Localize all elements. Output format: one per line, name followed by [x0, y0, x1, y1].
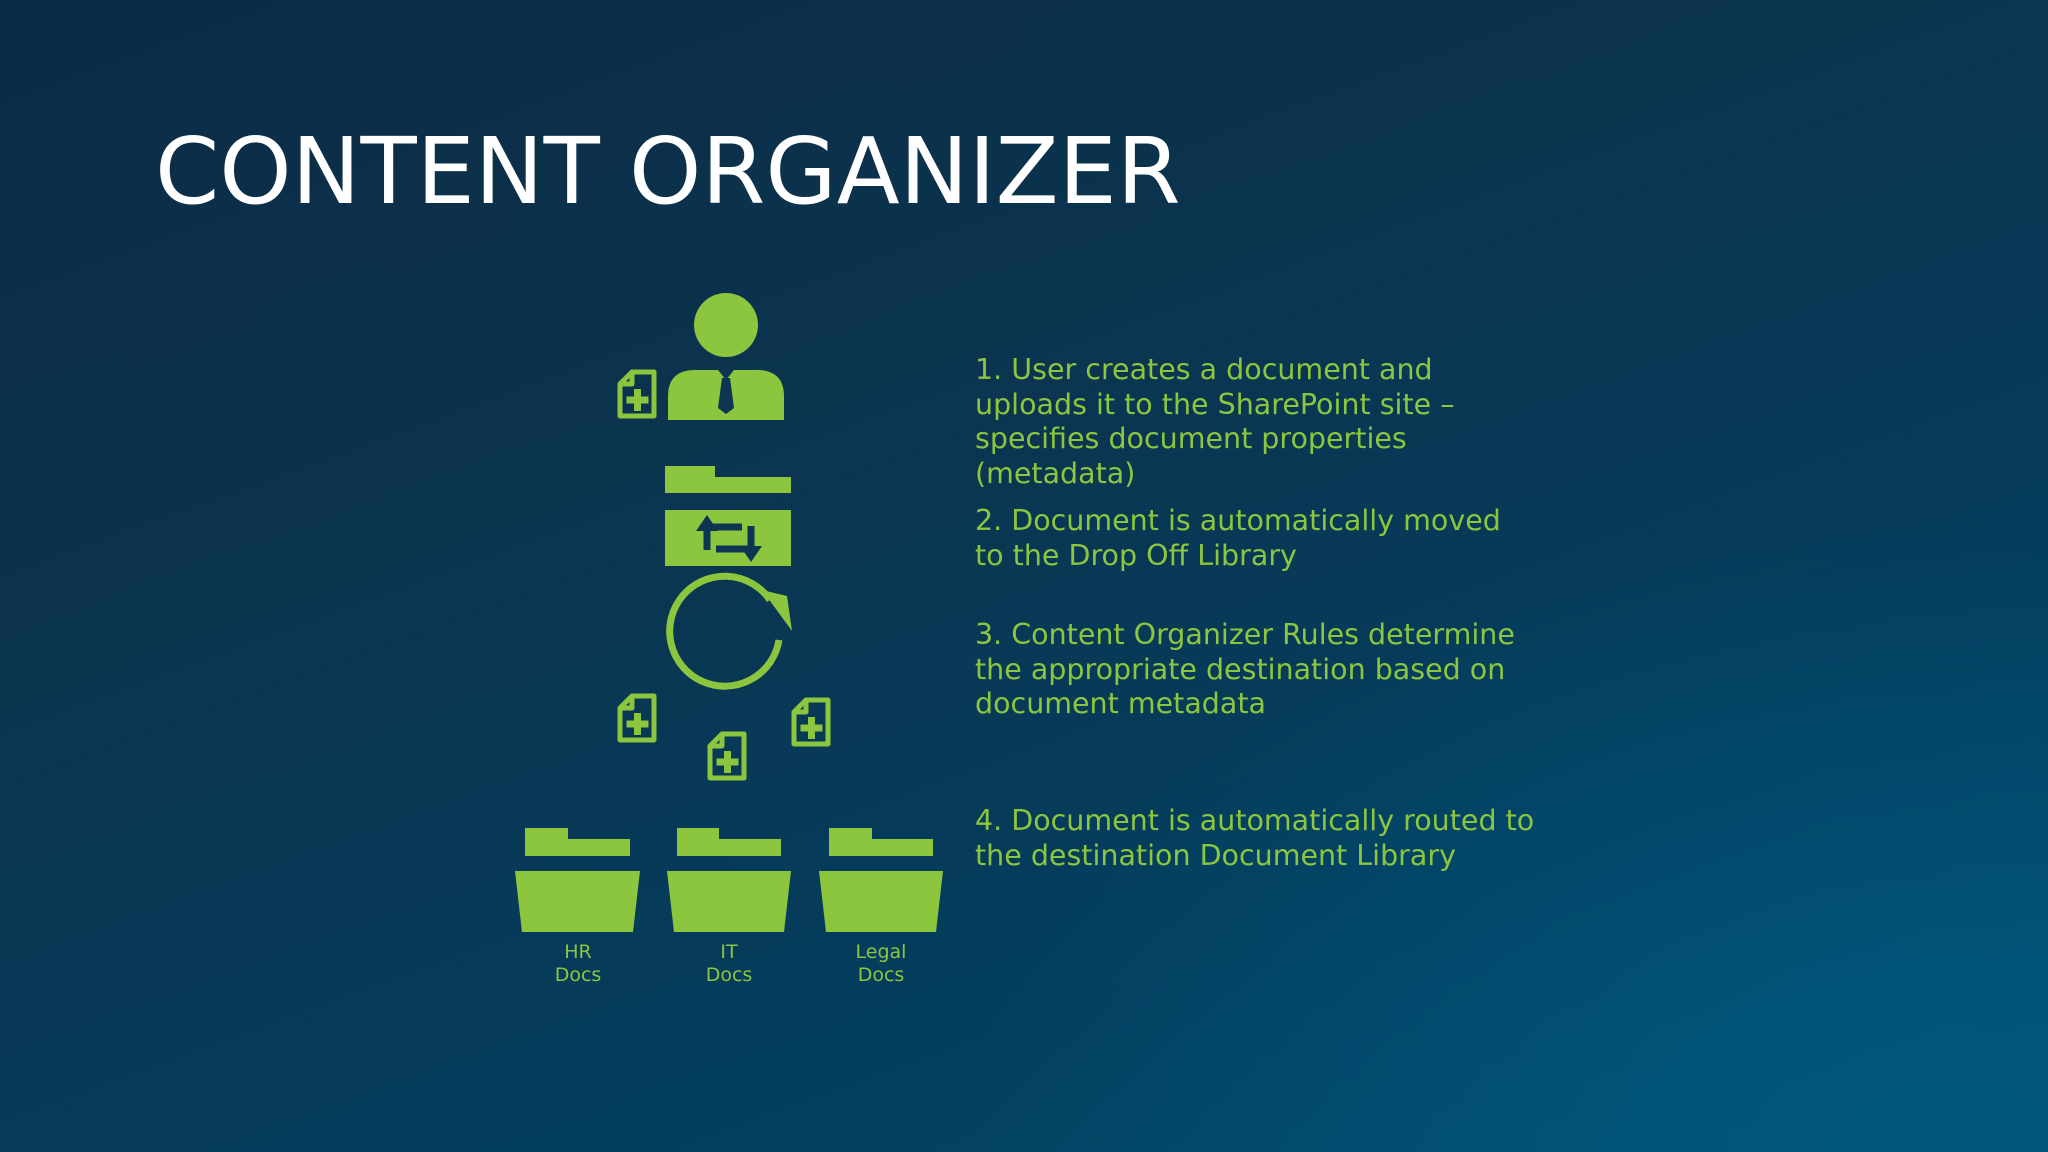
folder-icon [667, 828, 791, 932]
step-2: 2. Document is automatically moved to th… [975, 504, 1501, 572]
drop-off-library-icon [665, 466, 791, 566]
upload-document-icon [620, 372, 654, 416]
user-icon [668, 293, 784, 420]
step-1: 1. User creates a document and uploads i… [975, 353, 1455, 490]
folder-label-legal: Legal Docs [855, 941, 907, 986]
document-icon [710, 734, 744, 778]
folder-label-it: IT Docs [705, 941, 753, 986]
step-3: 3. Content Organizer Rules determine the… [975, 618, 1515, 720]
document-icon [794, 700, 828, 744]
slide-title: CONTENT ORGANIZER [155, 118, 1181, 225]
folder-label-hr: HR Docs [554, 941, 602, 986]
folder-icon [515, 828, 640, 932]
document-icon [620, 696, 654, 740]
folder-icon [819, 828, 943, 932]
step-4: 4. Document is automatically routed to t… [975, 804, 1535, 872]
cycle-arrow-icon [666, 572, 792, 690]
